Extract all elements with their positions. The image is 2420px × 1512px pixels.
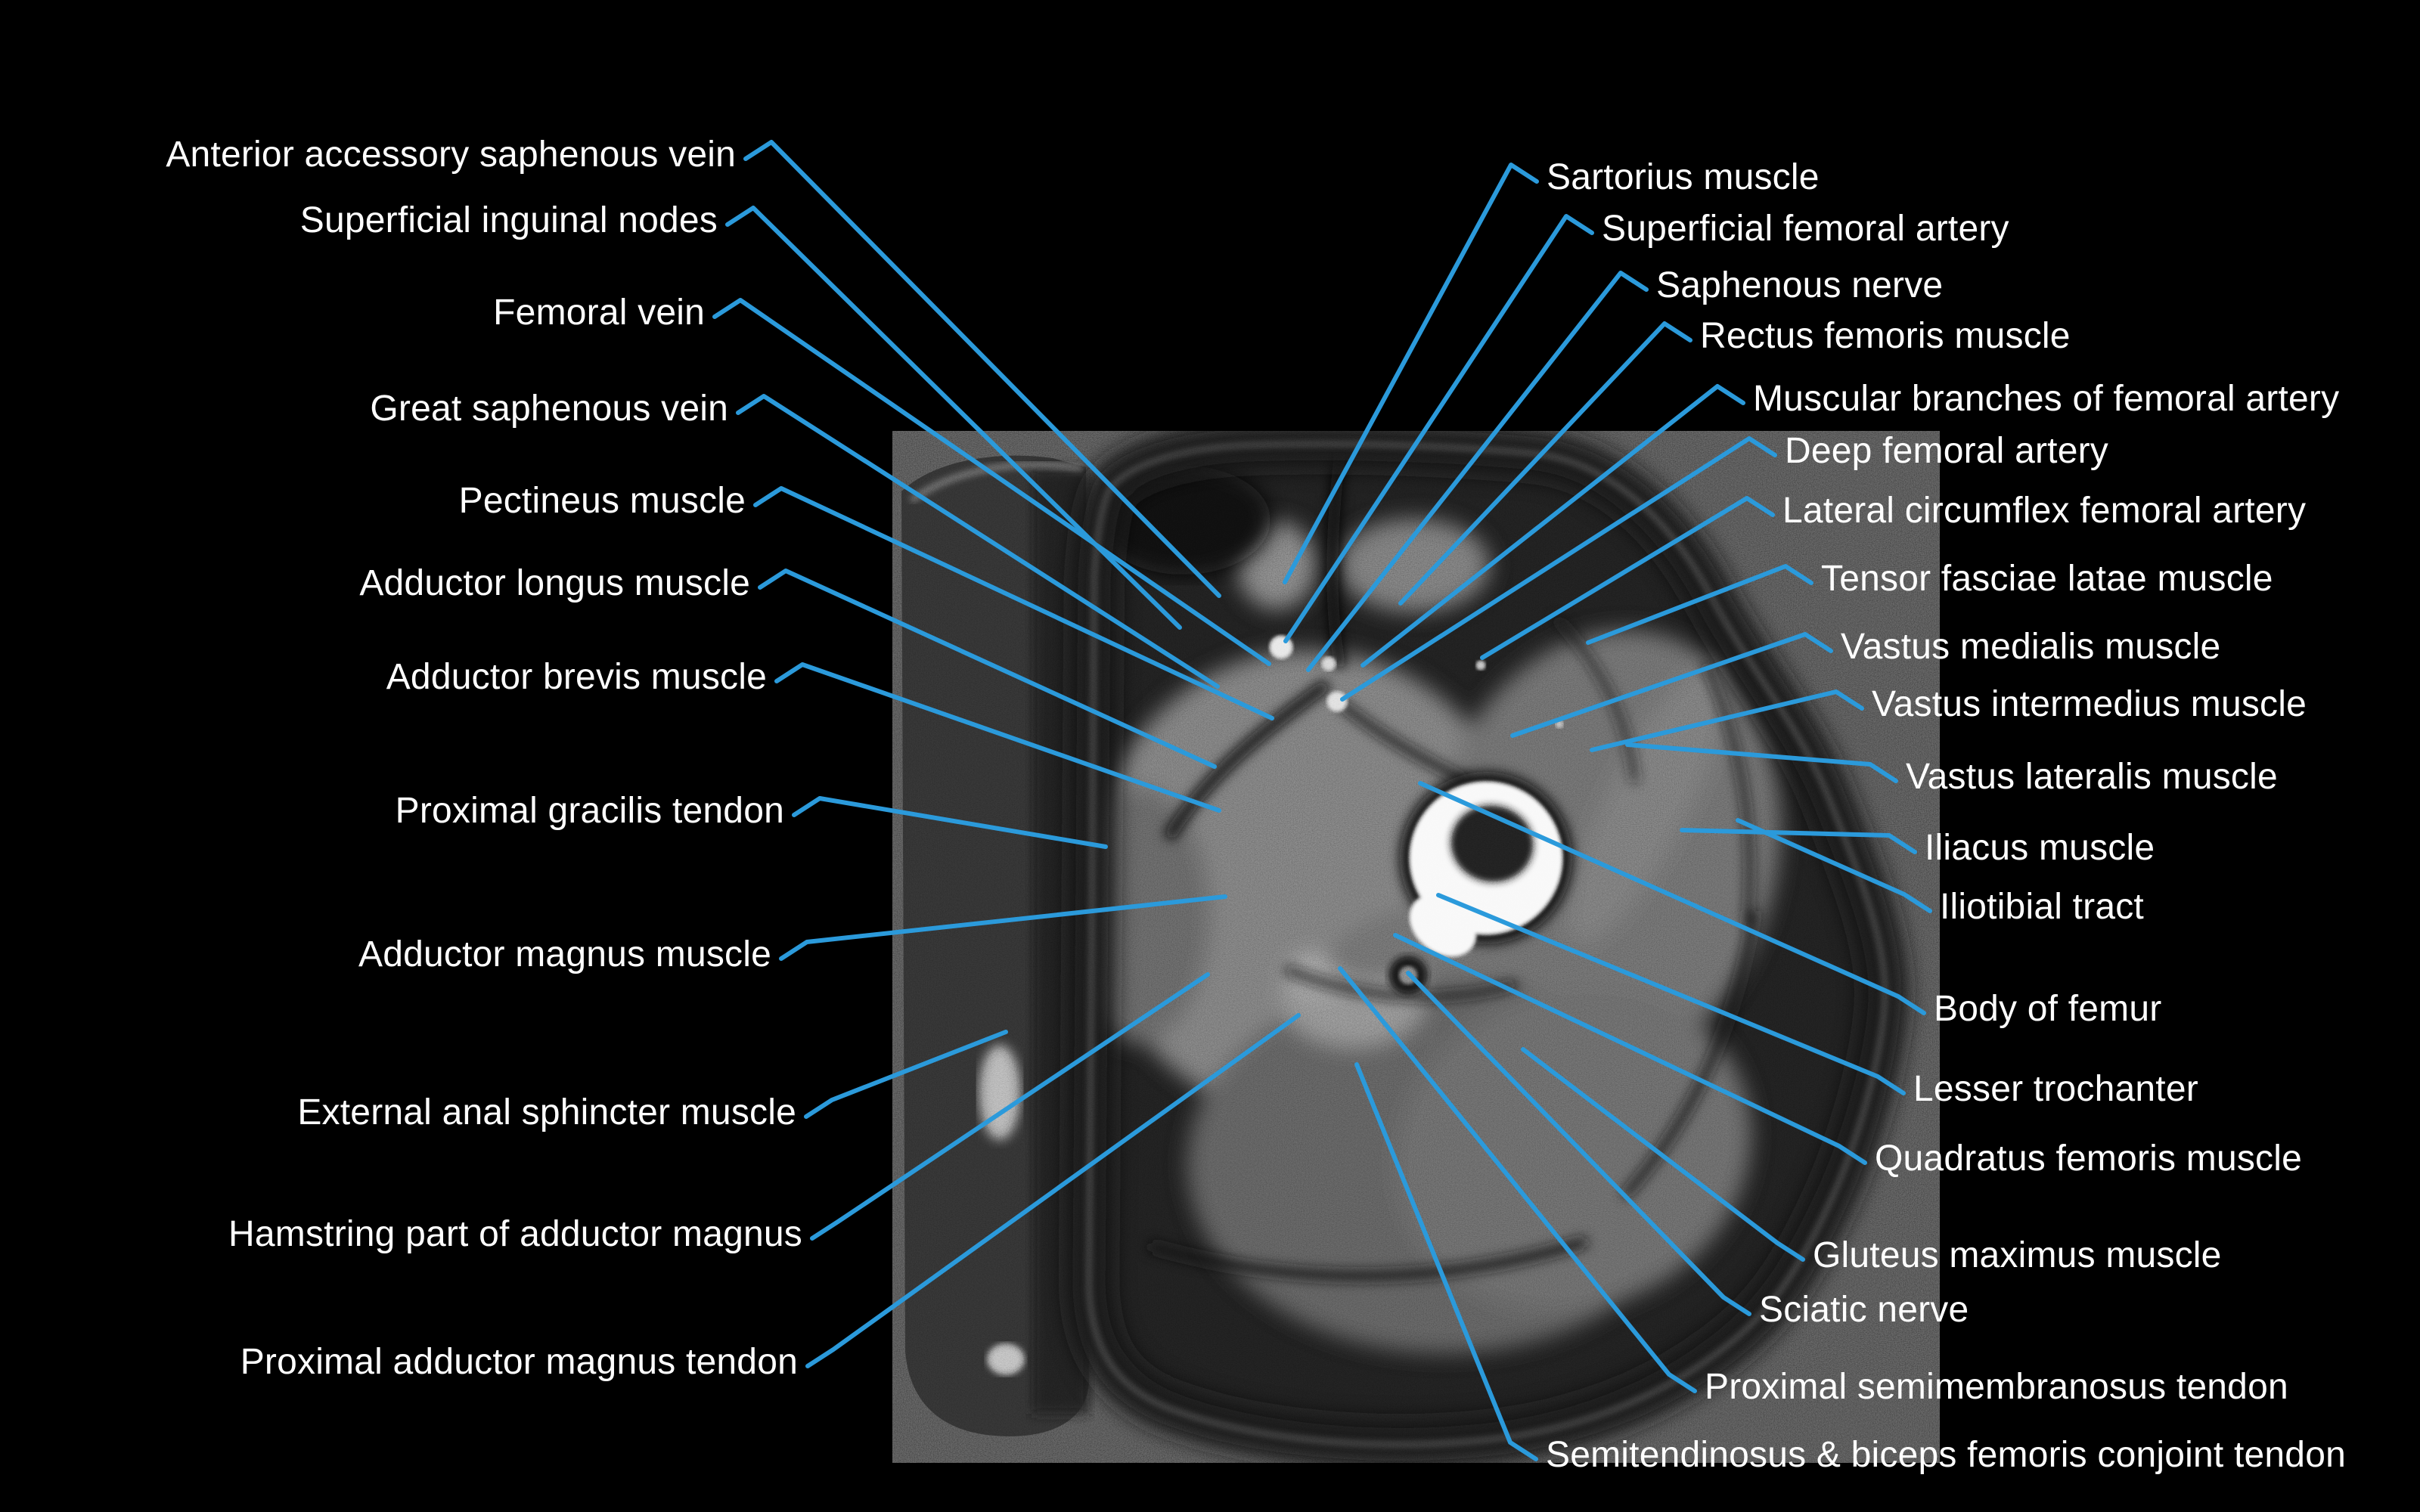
anatomy-label-quadratus-femoris-muscle: Quadratus femoris muscle [1875, 1139, 2303, 1179]
leader-line-deep-femoral-artery [1340, 436, 1777, 702]
leader-line-body-of-femur [1418, 781, 1926, 1015]
anatomy-label-rectus-femoris-muscle: Rectus femoris muscle [1700, 316, 2071, 356]
leader-line-saphenous-nerve [1306, 271, 1649, 672]
anatomy-label-saphenous-nerve: Saphenous nerve [1656, 265, 1944, 305]
leader-line-superficial-femoral-artery [1283, 214, 1594, 643]
leader-line-tensor-fasciae-latae-muscle [1586, 564, 1813, 645]
anatomy-label-muscular-branches-of-femoral-artery: Muscular branches of femoral artery [1753, 379, 2340, 419]
leader-line-proximal-gracilis-tendon [792, 796, 1108, 849]
anatomy-label-great-saphenous-vein: Great saphenous vein [370, 389, 728, 429]
anatomy-label-vastus-lateralis-muscle: Vastus lateralis muscle [1906, 757, 2278, 797]
leader-line-sartorius-muscle [1283, 163, 1539, 584]
anatomy-label-iliotibial-tract: Iliotibial tract [1940, 887, 2144, 927]
leader-line-sciatic-nerve [1406, 971, 1751, 1316]
leader-line-proximal-adductor-magnus-tendon [805, 1013, 1301, 1368]
anatomy-label-proximal-adductor-magnus-tendon: Proximal adductor magnus tendon [240, 1342, 798, 1382]
anatomy-label-hamstring-part-of-adductor-magnus: Hamstring part of adductor magnus [228, 1214, 802, 1254]
leader-line-great-saphenous-vein [736, 394, 1220, 689]
leader-line-iliotibial-tract [1736, 818, 1932, 913]
leader-line-proximal-semimembranosus-tendon [1338, 966, 1697, 1393]
anatomy-label-proximal-semimembranosus-tendon: Proximal semimembranosus tendon [1705, 1367, 2288, 1407]
anatomy-label-femoral-vein: Femoral vein [493, 293, 705, 333]
leader-line-adductor-longus-muscle [758, 569, 1217, 769]
leader-line-pectineus-muscle [753, 486, 1274, 720]
anatomy-label-lesser-trochanter: Lesser trochanter [1913, 1069, 2198, 1109]
leader-line-femoral-vein [712, 298, 1271, 666]
leader-line-vastus-medialis-muscle [1510, 632, 1833, 738]
leader-line-adductor-magnus-muscle [779, 894, 1227, 961]
anatomy-label-adductor-longus-muscle: Adductor longus muscle [359, 563, 750, 603]
leader-line-quadratus-femoris-muscle [1393, 933, 1867, 1165]
anatomy-label-gluteus-maximus-muscle: Gluteus maximus muscle [1813, 1235, 2222, 1275]
anatomy-label-body-of-femur: Body of femur [1934, 989, 2162, 1029]
anatomy-label-sartorius-muscle: Sartorius muscle [1547, 157, 1820, 197]
leader-line-semitendinosus-biceps-femoris-conjoint-tendon [1354, 1062, 1538, 1461]
anatomy-label-adductor-magnus-muscle: Adductor magnus muscle [358, 934, 771, 974]
anatomy-label-iliacus-muscle: Iliacus muscle [1925, 828, 2155, 868]
anatomy-label-vastus-medialis-muscle: Vastus medialis muscle [1841, 627, 2221, 667]
leader-line-gluteus-maximus-muscle [1521, 1047, 1805, 1262]
anatomy-label-proximal-gracilis-tendon: Proximal gracilis tendon [395, 791, 784, 831]
leader-line-external-anal-sphincter-muscle [804, 1030, 1008, 1119]
leader-line-hamstring-part-of-adductor-magnus [810, 972, 1210, 1241]
anatomy-label-lateral-circumflex-femoral-artery: Lateral circumflex femoral artery [1782, 491, 2307, 531]
leader-line-anterior-accessory-saphenous-vein [743, 140, 1221, 598]
leader-line-rectus-femoris-muscle [1398, 321, 1692, 606]
anatomy-label-external-anal-sphincter-muscle: External anal sphincter muscle [297, 1092, 796, 1132]
leader-line-lesser-trochanter [1436, 893, 1906, 1095]
leader-line-vastus-intermedius-muscle [1590, 689, 1864, 752]
leader-line-iliacus-muscle [1680, 828, 1917, 854]
leader-line-muscular-branches-of-femoral-artery [1360, 384, 1745, 668]
anatomy-label-sciatic-nerve: Sciatic nerve [1759, 1290, 1969, 1330]
anatomy-label-deep-femoral-artery: Deep femoral artery [1785, 431, 2108, 471]
anatomy-label-tensor-fasciae-latae-muscle: Tensor fasciae latae muscle [1821, 559, 2273, 599]
anatomy-label-vastus-intermedius-muscle: Vastus intermedius muscle [1872, 684, 2307, 724]
anatomy-label-anterior-accessory-saphenous-vein: Anterior accessory saphenous vein [166, 135, 736, 175]
anatomy-label-pectineus-muscle: Pectineus muscle [458, 481, 746, 521]
anatomy-label-superficial-inguinal-nodes: Superficial inguinal nodes [299, 200, 718, 240]
leader-line-adductor-brevis-muscle [774, 662, 1221, 813]
anatomy-label-adductor-brevis-muscle: Adductor brevis muscle [386, 657, 767, 697]
leader-line-lateral-circumflex-femoral-artery [1480, 496, 1775, 660]
leader-line-vastus-lateralis-muscle [1625, 742, 1898, 783]
anatomy-label-superficial-femoral-artery: Superficial femoral artery [1602, 209, 2009, 249]
anatomy-label-semitendinosus-biceps-femoris-conjoint-tendon: Semitendinosus & biceps femoris conjoint… [1546, 1435, 2346, 1475]
leader-line-superficial-inguinal-nodes [725, 206, 1182, 630]
